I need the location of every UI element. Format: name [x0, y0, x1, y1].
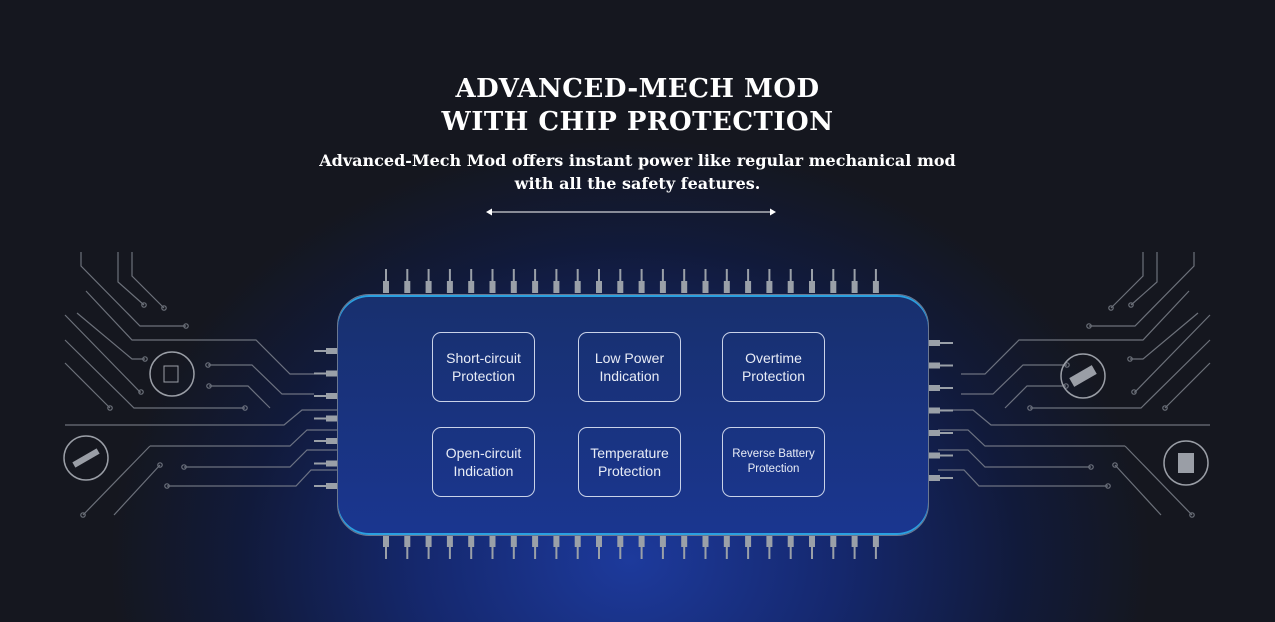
- chip-panel: [337, 294, 929, 536]
- heading-line-1: ADVANCED-MECH MOD: [455, 74, 820, 104]
- subtitle-line-2: with all the safety features.: [514, 174, 761, 193]
- chip-icon: [1163, 440, 1209, 486]
- memory-stick-icon: [63, 435, 109, 481]
- graphics-card-icon: [1060, 353, 1106, 399]
- subtitle-line-1: Advanced-Mech Mod offers instant power l…: [319, 151, 956, 170]
- motherboard-icon: [149, 351, 195, 397]
- double-arrow-divider: [486, 208, 776, 216]
- heading-line-2: WITH CHIP PROTECTION: [441, 107, 834, 137]
